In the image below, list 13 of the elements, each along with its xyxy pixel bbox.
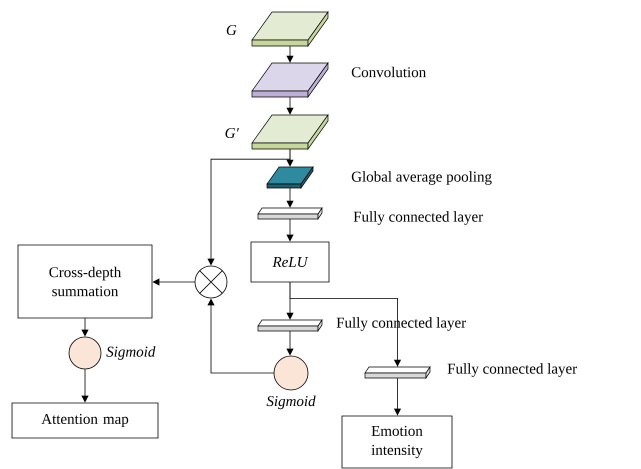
process-box: Attention map [12, 402, 158, 438]
layer-label: G′ [226, 128, 239, 138]
layer-label: Sigmoid [106, 346, 156, 360]
layer-label: Convolution [352, 66, 426, 78]
process-box: Emotion intensity [342, 416, 452, 468]
layer-label: Fully connected layer [354, 211, 484, 225]
multiply-symbol [194, 266, 228, 298]
process-box: ReLU [250, 242, 330, 282]
layer-label: G [226, 24, 236, 36]
layer-label: Fully connected layer [448, 363, 578, 377]
layer-label: Global average pooling [352, 171, 492, 185]
process-box: Cross-depth summation [18, 244, 152, 318]
layer-label: Sigmoid [266, 396, 316, 410]
